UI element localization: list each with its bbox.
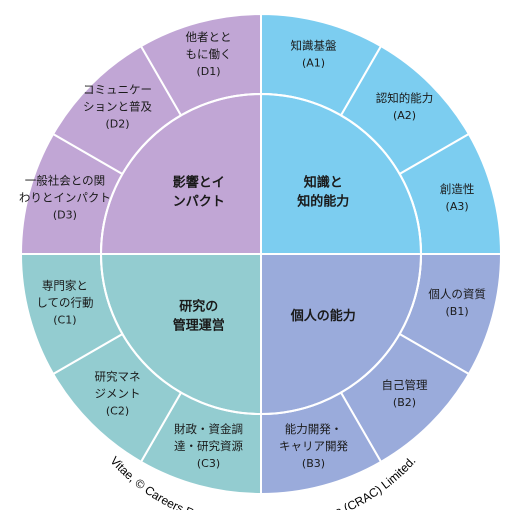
segment-label-c1-line: しての行動 [36,296,93,310]
quadrant-label-b: 個人の能力 [290,308,356,324]
segment-label-d2-line: コミュニケー [83,83,152,97]
segment-label-a2-line: 認知的能力 [376,91,434,105]
segment-label-d2-line: ションと普及 [83,100,152,114]
segment-label-b1-line: 個人の資質 [428,287,486,301]
segment-label-d1-code: (D1) [196,65,220,78]
segment-label-a1-code: (A1) [302,56,325,69]
segment-label-d3-line: 一般社会との関 [25,174,105,188]
segment-label-a1: 知識基盤 (A1) [291,38,337,69]
segment-label-c3: 財政・資金調達・研究資源 (C3) [174,422,243,470]
segment-label-c1-code: (C1) [53,314,76,327]
segment-label-d1-line: もに働く [186,47,232,61]
segment-label-b1-code: (B1) [446,305,469,318]
quadrant-label-c-line: 管理運営 [173,318,225,334]
segment-label-c2-code: (C2) [106,405,129,418]
outer-ring [19,12,503,496]
quadrant-label-c: 研究の管理運営 [173,299,225,334]
segment-label-b1: 個人の資質 (B1) [428,287,486,318]
quadrant-label-b-line: 個人の能力 [290,308,356,324]
segment-label-d1: 他者とともに働く (D1) [186,30,232,78]
segment-label-d3: 一般社会との関わりとインパクト (D3) [19,174,111,222]
quadrant-label-a-line: 知的能力 [297,193,349,209]
segment-label-a3-code: (A3) [446,200,469,213]
segment-label-a2-code: (A2) [393,109,416,122]
segment-label-a3-line: 創造性 [440,182,475,196]
segment-label-b3-line: 能力開発・ [285,422,343,436]
segment-label-b3-line: キャリア開発 [279,439,348,453]
segment-label-d3-line: わりとインパクト [19,191,111,205]
segment-label-b2: 自己管理 (B2) [382,378,428,409]
quadrant-label-d-line: ンパクト [173,194,225,209]
segment-label-c1-line: 専門家と [42,279,88,293]
segment-label-b2-line: 自己管理 [382,378,428,392]
segment-label-d1-line: 他者とと [186,30,232,44]
segment-label-c3-line: 財政・資金調 [174,422,243,436]
segment-label-c3-line: 達・研究資源 [174,439,243,453]
segment-label-c2: 研究マネジメント (C2) [95,370,141,418]
inner-disc [99,92,423,416]
quadrant-label-d-line: 影響とイ [173,174,225,190]
segment-label-a2: 認知的能力 (A2) [376,91,434,122]
segment-labels: 知識基盤 (A1) 認知的能力 (A2) 創造性 (A3) 個人の資質 (B1) 自己管理 (B2… [19,30,486,470]
segment-label-d2: コミュニケーションと普及 (D2) [83,83,152,131]
quadrant-label-c-line: 研究の [179,299,218,315]
segment-label-c2-line: ジメント [95,387,141,401]
segment-label-b3: 能力開発・キャリア開発 (B3) [279,422,348,470]
segment-label-b2-code: (B2) [393,396,416,409]
segment-label-d2-code: (D2) [105,118,129,131]
segment-label-c3-code: (C3) [197,457,220,470]
segment-label-c1: 専門家としての行動 (C1) [36,279,93,327]
segment-label-c2-line: 研究マネ [95,370,141,384]
quadrant-label-d: 影響とインパクト [173,174,225,209]
segment-label-d3-code: (D3) [53,209,77,222]
quadrant-label-a: 知識と知的能力 [297,174,349,209]
segment-label-a3: 創造性 (A3) [440,182,475,213]
quadrant-label-a-line: 知識と [304,174,343,190]
segment-label-b3-code: (B3) [302,457,325,470]
segment-label-a1-line: 知識基盤 [291,38,337,52]
inner-circle-outline [100,93,422,415]
